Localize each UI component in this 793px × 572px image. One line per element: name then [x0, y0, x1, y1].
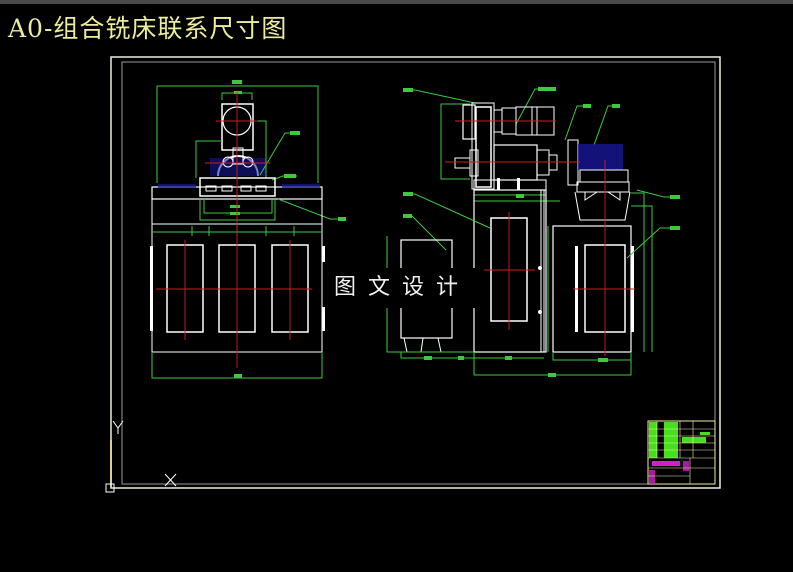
- front-view: [150, 80, 346, 379]
- side-view: [386, 87, 680, 377]
- drawing-title: A0-组合铣床联系尺寸图: [8, 14, 288, 43]
- watermark-text: 图文设计: [326, 268, 478, 308]
- ucs-icon: [105, 420, 177, 493]
- sheet-outer-border: [110, 56, 721, 489]
- front-view-centerlines: [156, 92, 312, 368]
- window-top-bar: [0, 0, 793, 4]
- sheet-inner-border: [121, 61, 716, 485]
- title-block: [647, 420, 716, 485]
- side-view-centerlines: [445, 120, 635, 356]
